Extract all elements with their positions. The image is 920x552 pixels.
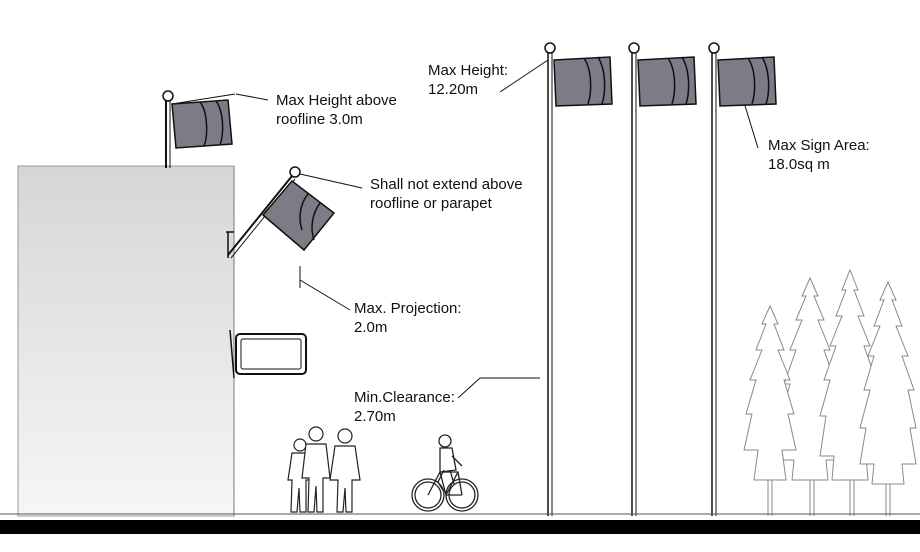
rooftop-flagpole-icon [162, 90, 174, 168]
ground [0, 513, 920, 534]
angled-flag-icon [261, 179, 336, 252]
label-min-clearance: Min.Clearance: 2.70m [354, 388, 455, 426]
label-max-height-roofline-line2: roofline 3.0m [276, 111, 363, 128]
flag-2-icon [637, 56, 697, 107]
label-max-sign-area-line1: Max Sign Area: [768, 137, 870, 154]
label-no-extend: Shall not extend above roofline or parap… [370, 175, 523, 213]
tree-2-icon [743, 304, 797, 516]
label-min-clearance-line1: Min.Clearance: [354, 389, 455, 406]
label-max-height-roofline: Max Height above roofline 3.0m [276, 91, 397, 129]
label-min-clearance-line2: 2.70m [354, 408, 396, 425]
flag-3-icon [717, 56, 777, 107]
tree-4-icon [859, 280, 917, 516]
label-no-extend-line1: Shall not extend above [370, 176, 523, 193]
rooftop-flag-icon [171, 93, 236, 149]
pedestrian-icon [287, 426, 361, 513]
label-no-extend-line2: roofline or parapet [370, 195, 492, 212]
flagpole-2-icon [628, 42, 640, 516]
building [17, 165, 235, 517]
flag-1-icon [553, 56, 613, 107]
cyclist-icon [411, 434, 479, 512]
label-max-height-roofline-line1: Max Height above [276, 92, 397, 109]
label-max-height: Max Height: 12.20m [428, 61, 508, 99]
label-max-height-line2: 12.20m [428, 81, 479, 98]
label-max-sign-area: Max Sign Area: 18.0sq m [768, 136, 870, 174]
label-max-projection-line1: Max. Projection: [354, 300, 462, 317]
label-max-sign-area-line2: 18.0sq m [768, 156, 830, 173]
label-max-projection: Max. Projection: 2.0m [354, 299, 462, 337]
projecting-sign-icon [229, 329, 307, 379]
label-max-height-line1: Max Height: [428, 62, 509, 79]
tree-group-icon [743, 268, 917, 516]
flagpole-1-icon [544, 42, 556, 516]
flagpole-3-icon [708, 42, 720, 516]
label-max-projection-line2: 2.0m [354, 319, 388, 336]
